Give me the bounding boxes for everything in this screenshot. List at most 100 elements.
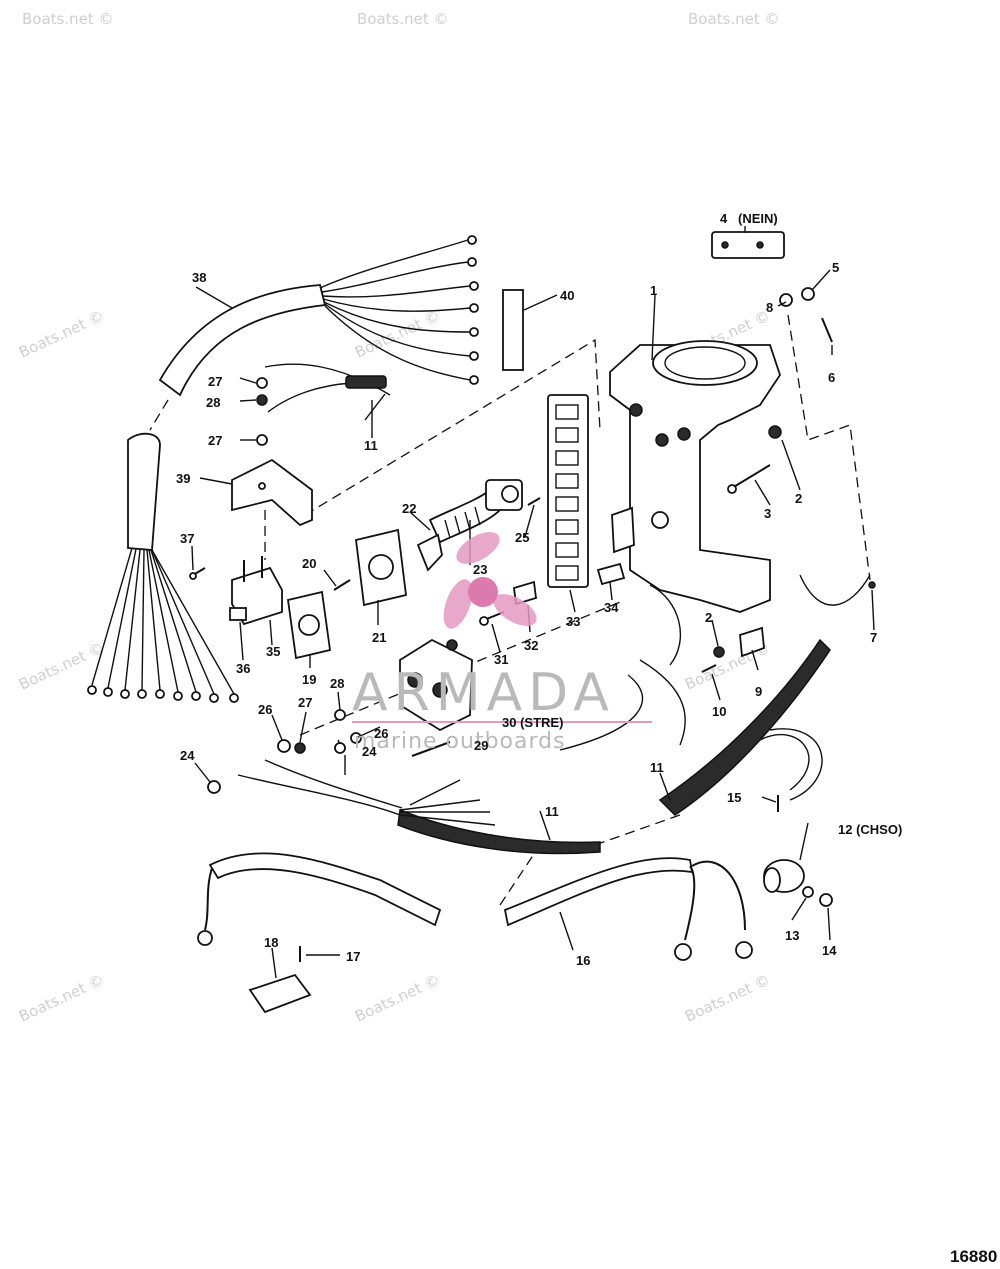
watermark-text: Boats.net © <box>22 10 114 28</box>
callout-40: 40 <box>560 288 574 303</box>
circuit-breaker <box>229 556 283 626</box>
callout-17: 17 <box>346 949 360 964</box>
callout-33: 33 <box>566 614 580 629</box>
callout-37: 37 <box>180 531 194 546</box>
brand-watermark: ARMADA marine outboards <box>352 532 652 754</box>
starter-solenoid-30 <box>399 638 473 732</box>
callout-11: 11 <box>545 804 559 819</box>
switch-panel-21 <box>355 528 407 607</box>
nut-27b <box>256 434 268 446</box>
harness-wires-lower <box>91 547 235 695</box>
battery-cable-16 <box>503 857 753 961</box>
washer-13 <box>802 886 814 898</box>
callout-11: 11 <box>364 438 378 453</box>
clip-34 <box>596 562 626 586</box>
callout-18: 18 <box>264 935 278 950</box>
callout-35: 35 <box>266 644 280 659</box>
screw-25 <box>527 497 541 506</box>
callout-25: 25 <box>515 530 529 545</box>
callout-36: 36 <box>236 661 250 676</box>
watermark-text: Boats.net © <box>352 971 443 1026</box>
callout-31: 31 <box>494 652 508 667</box>
nut-14 <box>819 893 833 907</box>
screw-10 <box>701 664 717 673</box>
screw-20 <box>333 579 351 591</box>
harness-sleeve-lower <box>127 432 161 551</box>
key <box>416 533 443 572</box>
callout-23: 23 <box>473 562 487 577</box>
connector <box>345 375 387 389</box>
bolt-3 <box>727 464 771 494</box>
callout-28: 28 <box>206 395 220 410</box>
callout-39: 39 <box>176 471 190 486</box>
callout-2: 2 <box>705 610 712 625</box>
ring-terminals-lower <box>87 685 239 703</box>
callout-labels: 1 2 2 3 4 (NEIN) 5 6 7 8 9 10 11 11 11 1… <box>176 211 902 968</box>
clip-36 <box>229 607 247 621</box>
lead-wire-cluster <box>256 363 391 446</box>
callout-26: 26 <box>258 702 272 717</box>
screw-37 <box>189 567 206 580</box>
wiring-harness-right <box>658 638 831 816</box>
battery-cable-left <box>197 852 442 946</box>
watermark-text: Boats.net © <box>16 971 107 1026</box>
reference-line <box>787 314 871 581</box>
clip-9 <box>739 626 765 658</box>
callout-13: 13 <box>785 928 799 943</box>
callout-22: 22 <box>402 501 416 516</box>
callout-20: 20 <box>302 556 316 571</box>
washer-28 <box>256 394 268 406</box>
solenoid-12 <box>763 859 805 893</box>
harness-sleeve <box>158 284 327 397</box>
watermark-text: Boats.net © <box>352 307 443 362</box>
washer-2b <box>713 646 725 658</box>
callout-10: 10 <box>712 704 726 719</box>
watermark-text: Boats.net © <box>682 971 773 1026</box>
ignition-switch <box>416 479 523 572</box>
terminal-block-33 <box>547 394 589 588</box>
diagram-id: 16880 <box>950 1247 997 1266</box>
callout-34: 34 <box>604 600 619 615</box>
watermark-text: Boats.net © <box>688 10 780 28</box>
callout-24: 24 <box>362 744 377 759</box>
callout-4: 4 <box>720 211 728 226</box>
callout-27: 27 <box>208 433 222 448</box>
reference-line <box>304 338 601 516</box>
callout-3: 3 <box>764 506 771 521</box>
terminal-cover-18 <box>248 973 312 1014</box>
callout-9: 9 <box>755 684 762 699</box>
mounting-bracket <box>199 458 313 527</box>
watermark-text: Boats.net © <box>16 307 107 362</box>
screw-6 <box>821 317 833 343</box>
ring-terminals <box>467 235 479 385</box>
brand-wordmark: ARMADA <box>352 663 615 723</box>
wiring-harness-lower <box>87 432 239 703</box>
callout-2: 2 <box>795 491 802 506</box>
callout-11: 11 <box>650 760 664 775</box>
switch-4 <box>711 231 785 259</box>
callout-8: 8 <box>766 300 773 315</box>
callout-19: 19 <box>302 672 316 687</box>
callout-6: 6 <box>828 370 835 385</box>
callout-28: 28 <box>330 676 344 691</box>
callout-4-variant: (NEIN) <box>738 211 778 226</box>
wiring-harness-upper <box>158 235 479 397</box>
callout-15: 15 <box>727 790 741 805</box>
reference-line <box>499 844 541 906</box>
callout-27: 27 <box>298 695 312 710</box>
callout-32: 32 <box>524 638 538 653</box>
callout-16: 16 <box>576 953 590 968</box>
callout-38: 38 <box>192 270 206 285</box>
reference-line <box>299 599 626 736</box>
callout-5: 5 <box>832 260 839 275</box>
nut-27 <box>256 377 268 389</box>
bolt-29 <box>411 741 451 757</box>
callout-24: 24 <box>180 748 195 763</box>
reference-line <box>149 399 169 431</box>
reference-line <box>594 814 681 846</box>
brand-tagline: marine outboards <box>354 729 566 754</box>
main-bracket-1 <box>609 340 781 613</box>
callout-29: 29 <box>474 738 488 753</box>
